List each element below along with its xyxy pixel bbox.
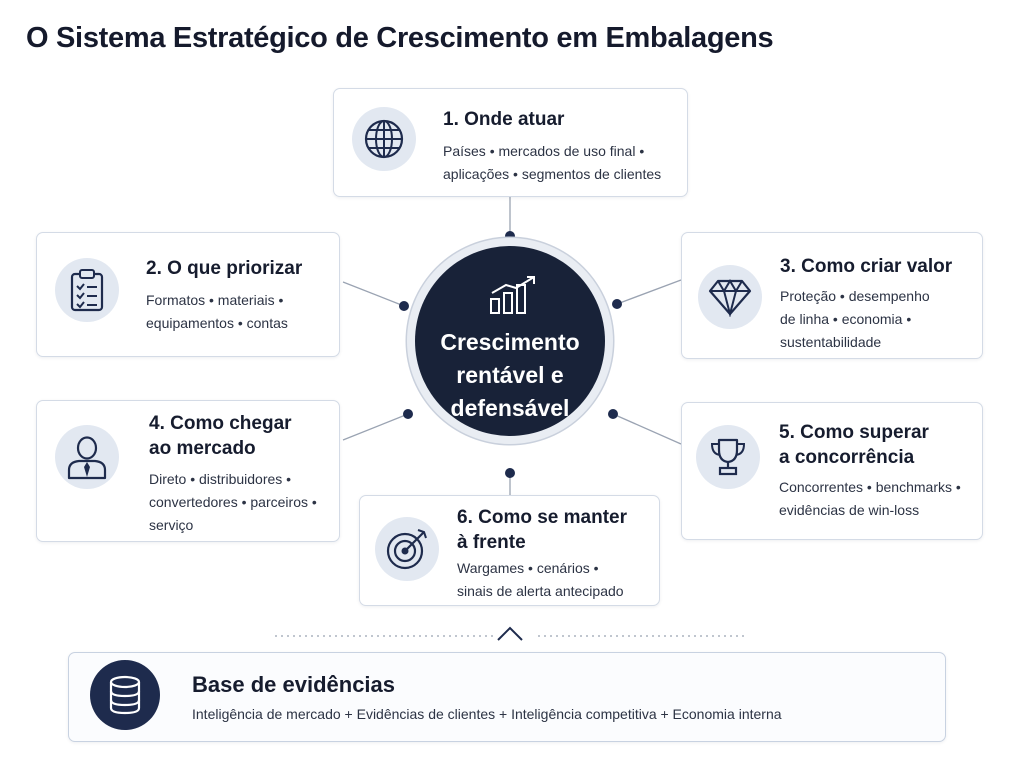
card-title: 2. O que priorizar: [146, 258, 303, 279]
card-title: 6. Como se manter à frente: [457, 507, 627, 553]
evidence-base-description: Inteligência de mercado + Evidências de …: [192, 706, 782, 722]
growth-chart-icon: [490, 276, 535, 314]
evidence-base-panel: [68, 652, 946, 742]
trophy-icon: [696, 425, 760, 489]
card-como-criar-valor: [681, 232, 983, 359]
card-description: Proteção • desempenho de linha • economi…: [780, 288, 930, 350]
card-description: Concorrentes • benchmarks • evidências d…: [779, 479, 961, 518]
card-title: 4. Como chegar ao mercado: [149, 413, 292, 459]
page-title: O Sistema Estratégico de Crescimento em …: [26, 22, 774, 54]
clipboard-checklist-icon: [55, 258, 119, 322]
card-description: Formatos • materiais • equipamentos • co…: [146, 292, 288, 331]
central-hub: [415, 246, 605, 436]
database-icon: [90, 660, 160, 730]
card-description: Wargames • cenários • sinais de alerta a…: [457, 560, 624, 599]
person-icon: [55, 425, 119, 489]
card-description: Direto • distribuidores • convertedores …: [149, 471, 317, 533]
target-icon: [375, 517, 439, 581]
diamond-icon: [698, 265, 762, 329]
card-title: 5. Como superar a concorrência: [779, 422, 929, 468]
card-title: 1. Onde atuar: [443, 109, 565, 130]
hub-label: Crescimento rentável e defensável: [440, 329, 580, 421]
card-description: Países • mercados de uso final • aplicaç…: [443, 143, 662, 182]
evidence-base-title: Base de evidências: [192, 672, 396, 697]
card-title: 3. Como criar valor: [780, 256, 953, 277]
globe-icon: [352, 107, 416, 171]
